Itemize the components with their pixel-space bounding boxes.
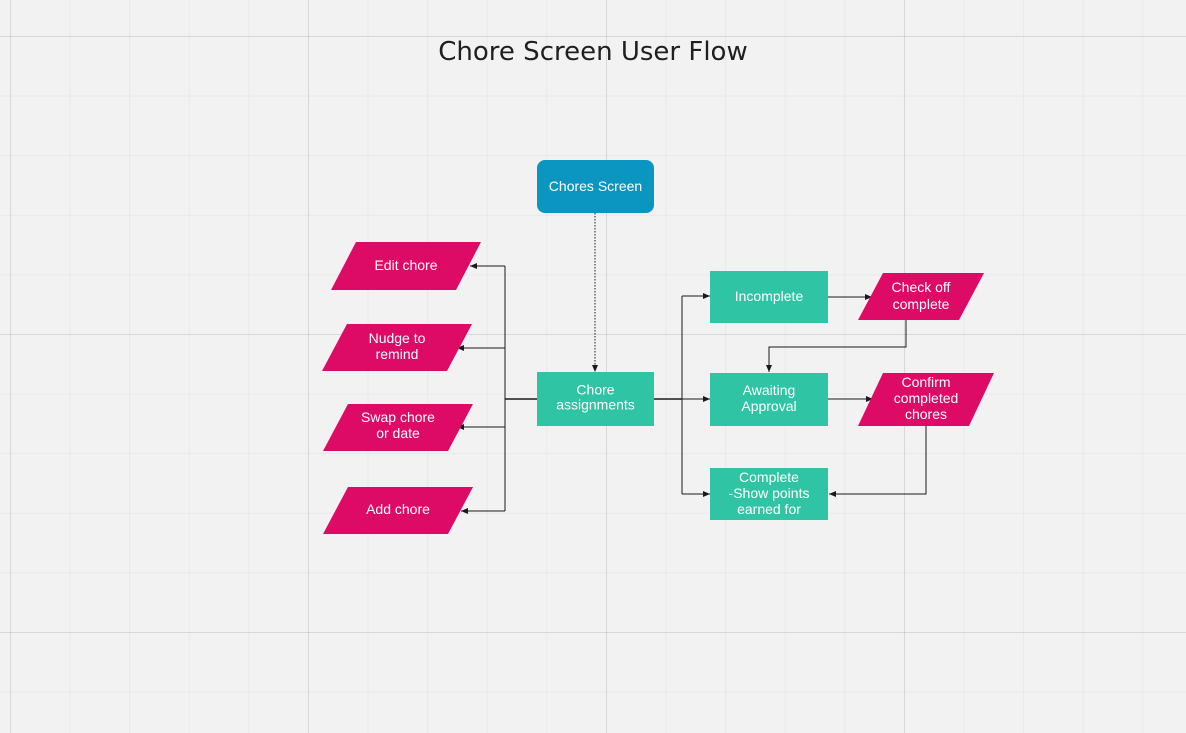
node-label-line: Chore <box>576 382 614 398</box>
edge-check-off-to-awaiting <box>766 320 907 372</box>
node-label-line: Edit chore <box>374 257 437 273</box>
node-label-line: Swap chore <box>361 409 435 425</box>
node-label-line: Complete <box>739 469 799 485</box>
node-label-line: Chores Screen <box>549 178 642 194</box>
node-incomplete: Incomplete <box>710 271 828 323</box>
svg-text:Incomplete: Incomplete <box>735 288 804 304</box>
node-label-line: Approval <box>741 398 796 414</box>
node-label-line: assignments <box>556 397 635 413</box>
node-label-line: -Show points <box>729 485 810 501</box>
diagram-title: Chore Screen User Flow <box>438 37 747 67</box>
node-label-line: complete <box>893 296 950 312</box>
node-label-line: or date <box>376 425 420 441</box>
node-label-line: Add chore <box>366 501 430 517</box>
node-label-line: Confirm <box>901 374 950 390</box>
node-edit-chore: Edit chore <box>331 242 481 290</box>
node-add-chore: Add chore <box>323 487 473 534</box>
node-label-line: Check off <box>892 279 951 295</box>
node-chores-screen: Chores Screen <box>537 160 654 213</box>
svg-text:Chores Screen: Chores Screen <box>549 178 642 194</box>
svg-text:Edit chore: Edit chore <box>374 257 437 273</box>
edge-confirm-to-complete <box>829 426 927 497</box>
node-label-line: earned for <box>737 501 801 517</box>
node-label-line: Awaiting <box>743 382 796 398</box>
connectors <box>457 213 927 514</box>
node-label-line: remind <box>376 346 419 362</box>
node-label-line: Nudge to <box>369 330 426 346</box>
node-label-line: completed <box>894 390 959 406</box>
node-label-line: Incomplete <box>735 288 804 304</box>
node-label-line: chores <box>905 406 947 422</box>
svg-text:Add chore: Add chore <box>366 501 430 517</box>
